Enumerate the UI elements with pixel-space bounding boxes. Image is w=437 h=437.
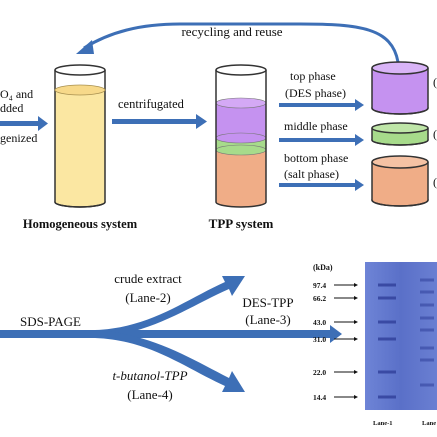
- recycle-label: recycling and reuse: [181, 24, 282, 39]
- recycle-arrow: [83, 22, 400, 63]
- middle-phase-arrow-shaft: [279, 138, 355, 142]
- right-mark-1: (: [433, 75, 437, 89]
- gel-lane-1-label: Lane-1: [373, 420, 393, 427]
- gel-marker-label: 31.0: [313, 335, 326, 344]
- gel-band-lane-2: [420, 290, 434, 294]
- phase-bottom-label-2: (salt phase): [284, 167, 339, 181]
- gel-marker-arrowhead: [354, 296, 358, 300]
- branch-middle: [95, 325, 342, 343]
- sds-page-gel: [365, 262, 437, 410]
- homogeneous-tube: [54, 64, 106, 208]
- phase-bottom-label-1: bottom phase: [284, 151, 348, 165]
- gel-band-lane-1: [378, 395, 396, 399]
- gel-band-lane-2: [420, 278, 434, 282]
- gel-band-lane-2: [420, 316, 434, 320]
- recycle-arrowhead: [76, 40, 94, 54]
- phase-top-label-2: (DES phase): [285, 86, 346, 100]
- phase-middle-label: middle phase: [284, 119, 348, 133]
- gel-band-lane-1: [378, 337, 396, 341]
- bottom-phase-arrowhead: [355, 179, 364, 191]
- gel-marker-label: 14.4: [313, 393, 326, 402]
- gel-band-lane-1: [378, 283, 396, 287]
- branch-tbutanol-line-1: t-butanol-TPP: [112, 368, 187, 383]
- phase-top-label-1: top phase: [290, 69, 336, 83]
- gel-marker-label: 97.4: [313, 281, 326, 290]
- branch-des-line-2: (Lane-3): [245, 312, 290, 327]
- gel-marker-group: 97.4 66.2 43.0 31.0 22.0 14.4: [313, 281, 358, 402]
- middle-phase-arrowhead: [355, 134, 364, 146]
- gel-band-lane-2: [420, 358, 434, 362]
- gel-marker-arrowhead: [354, 337, 358, 341]
- left-text-line-3: genized: [0, 131, 37, 145]
- right-mark-2: (: [433, 127, 437, 141]
- gel-band-lane-2: [420, 346, 434, 350]
- middle-phase-container: [371, 122, 429, 146]
- branch-des-line-1: DES-TPP: [242, 295, 293, 310]
- branch-lower: [95, 330, 245, 392]
- gel-marker-label: 66.2: [313, 294, 326, 303]
- tpp-caption: TPP system: [209, 216, 274, 231]
- branch-upper: [0, 276, 245, 338]
- gel-band-lane-2: [420, 328, 434, 332]
- top-phase-arrowhead: [355, 99, 364, 111]
- gel-band-lane-2: [420, 303, 434, 307]
- branch-arrows: [0, 276, 342, 392]
- left-text-line-2: dded: [0, 101, 23, 115]
- centrifugate-arrow-shaft: [112, 119, 196, 124]
- gel-band-lane-1: [378, 370, 396, 374]
- right-mark-3: (: [433, 175, 437, 189]
- salt-phase-container: [371, 155, 429, 207]
- gel-marker-arrowhead: [354, 283, 358, 287]
- gel-marker-arrowhead: [354, 395, 358, 399]
- top-phase-arrow-shaft: [279, 103, 355, 107]
- gel-marker-arrowhead: [354, 320, 358, 324]
- centrifugate-arrowhead: [196, 114, 207, 129]
- gel-band-lane-2: [420, 383, 434, 387]
- branch-crude-line-1: crude extract: [114, 271, 182, 286]
- branch-tbutanol-line-2: (Lane-4): [127, 387, 172, 402]
- input-arrowhead: [38, 116, 48, 131]
- des-phase-container: [371, 61, 429, 115]
- gel-marker-label: 43.0: [313, 318, 326, 327]
- branch-crude-line-2: (Lane-2): [125, 290, 170, 305]
- gel-lane-2-label: Lane: [422, 420, 436, 427]
- tpp-tube: [215, 64, 267, 208]
- bottom-phase-arrow-shaft: [279, 183, 355, 187]
- gel-marker-arrowhead: [354, 370, 358, 374]
- left-text-line-1: O₄ and: [0, 87, 33, 101]
- gel-band-lane-1: [378, 320, 396, 324]
- homogeneous-caption: Homogeneous system: [23, 217, 138, 231]
- sds-page-label: SDS-PAGE: [20, 314, 81, 329]
- input-arrow-shaft: [0, 121, 38, 126]
- gel-unit-label: (kDa): [313, 263, 333, 272]
- centrifugate-label: centrifugated: [118, 97, 185, 111]
- gel-marker-label: 22.0: [313, 368, 326, 377]
- gel-band-lane-1: [378, 296, 396, 300]
